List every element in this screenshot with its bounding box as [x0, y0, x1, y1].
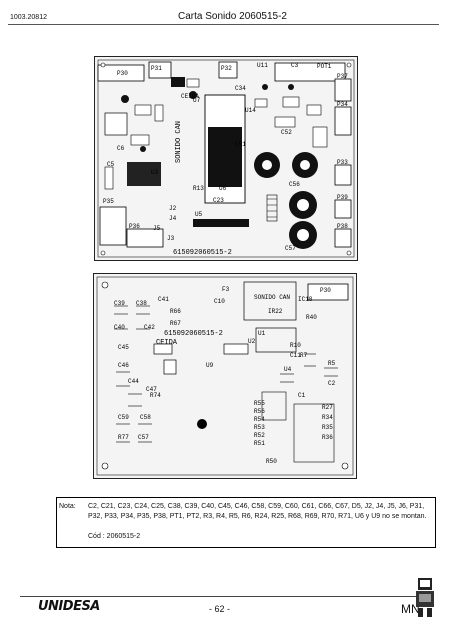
silk-label: C11: [290, 352, 301, 359]
silk-label: 615092060515-2: [164, 330, 223, 338]
silk-label: F3: [222, 286, 230, 293]
note-code: Cód : 2060515-2: [88, 533, 141, 540]
silk-label: R66: [170, 308, 181, 315]
page-number: - 62 -: [209, 604, 231, 614]
silk-label: J3: [167, 235, 175, 242]
silk-label: R5: [328, 360, 336, 367]
silk-label: C42: [144, 324, 155, 331]
silk-label: CEIDA: [156, 339, 178, 347]
silk-label: R10: [290, 342, 301, 349]
silk-label: R36: [322, 434, 333, 441]
silk-label: P37: [337, 73, 348, 80]
doc-title: Carta Sonido 2060515-2: [178, 11, 287, 22]
silk-label: U11: [257, 62, 268, 69]
silk-label: R54: [254, 416, 265, 423]
silk-label: R67: [170, 320, 181, 327]
silk-label: C57: [138, 434, 149, 441]
silk-label: P32: [221, 65, 232, 72]
silk-label: J4: [169, 215, 177, 222]
silk-label: U5: [195, 211, 203, 218]
pcb-top-drawing: [97, 59, 355, 258]
footer-rule: [20, 596, 431, 597]
silk-label: U4: [284, 366, 292, 373]
silk-label: C45: [118, 344, 129, 351]
silk-label: R51: [254, 440, 265, 447]
silk-label: R40: [306, 314, 317, 321]
silk-label: C2: [328, 380, 336, 387]
silk-label: P36: [129, 223, 140, 230]
silk-label: CEIDA: [181, 93, 200, 100]
silk-label: C3: [291, 62, 299, 69]
silk-label: R13: [193, 185, 204, 192]
silk-label: U1: [258, 330, 266, 337]
assembly-note: Nota: C2, C21, C23, C24, C25, C38, C39, …: [56, 497, 436, 548]
note-label: Nota:: [59, 503, 76, 510]
silk-label: C56: [289, 181, 300, 188]
silk-label: R55: [254, 400, 265, 407]
silk-label: U2: [248, 338, 256, 345]
note-text: C2, C21, C23, C24, C25, C38, C39, C40, C…: [88, 503, 427, 520]
manual-mark: MN: [401, 602, 420, 616]
silk-label: 615092060515-2: [173, 249, 232, 257]
silk-label: POT1: [317, 63, 332, 70]
silk-label: P31: [151, 65, 162, 72]
machine-icon: [414, 576, 436, 623]
silk-label: SONIDO CAN: [175, 120, 183, 163]
silk-label: R53: [254, 424, 265, 431]
silk-label: U14: [245, 107, 256, 114]
silk-label: P33: [337, 159, 348, 166]
silk-label: C58: [140, 414, 151, 421]
silk-label: J5: [153, 225, 161, 232]
silk-label: C39: [114, 300, 125, 307]
silk-label: C1: [298, 392, 306, 399]
silk-label: U3: [151, 169, 159, 176]
pcb-bottom-layout: P30 F3 IC18 IR22 C41 C10 C45 C46 C47 C44…: [93, 273, 357, 479]
silk-label: C52: [281, 129, 292, 136]
silk-label: U7: [193, 97, 201, 104]
silk-label: C23: [213, 197, 224, 204]
silk-label: R52: [254, 432, 265, 439]
silk-label: R56: [254, 408, 265, 415]
brand-logo: UNIDESA: [38, 599, 100, 614]
silk-label: C40: [114, 324, 125, 331]
silk-label: P38: [337, 223, 348, 230]
silk-label: R74: [150, 392, 161, 399]
silk-label: C34: [235, 85, 246, 92]
silk-label: R77: [118, 434, 129, 441]
silk-label: P34: [337, 101, 348, 108]
silk-label: C47: [146, 386, 157, 393]
silk-label: SONIDO CAN: [254, 294, 291, 301]
silk-label: P30: [117, 70, 128, 77]
silk-label: R50: [266, 458, 277, 465]
silk-label: C46: [118, 362, 129, 369]
header-rule: [8, 24, 439, 25]
silk-label: C10: [214, 298, 225, 305]
silk-label: C41: [158, 296, 169, 303]
silk-label: P39: [337, 194, 348, 201]
silk-label: P35: [103, 198, 114, 205]
silk-label: C57: [285, 245, 296, 252]
silk-label: C59: [118, 414, 129, 421]
silk-label: C51: [235, 141, 246, 148]
silk-label: IR22: [268, 308, 283, 315]
silk-label: U6: [219, 185, 227, 192]
silk-label: R27: [322, 404, 333, 411]
silk-label: R7: [300, 352, 308, 359]
pcb-top-layout: P30 P31 P32 U11 C3 POT1 P37 P34 P33 P39 …: [94, 56, 358, 261]
silk-label: C5: [107, 161, 115, 168]
pcb-bottom-drawing: [96, 276, 354, 476]
doc-code: 1003.20812: [10, 14, 47, 21]
silk-label: U9: [206, 362, 214, 369]
silk-label: P30: [320, 287, 331, 294]
silk-label: J2: [169, 205, 177, 212]
silk-label: C44: [128, 378, 139, 385]
silk-label: R34: [322, 414, 333, 421]
silk-label: C38: [136, 300, 147, 307]
silk-label: C6: [117, 145, 125, 152]
silk-label: R35: [322, 424, 333, 431]
silk-label: IC18: [298, 296, 313, 303]
